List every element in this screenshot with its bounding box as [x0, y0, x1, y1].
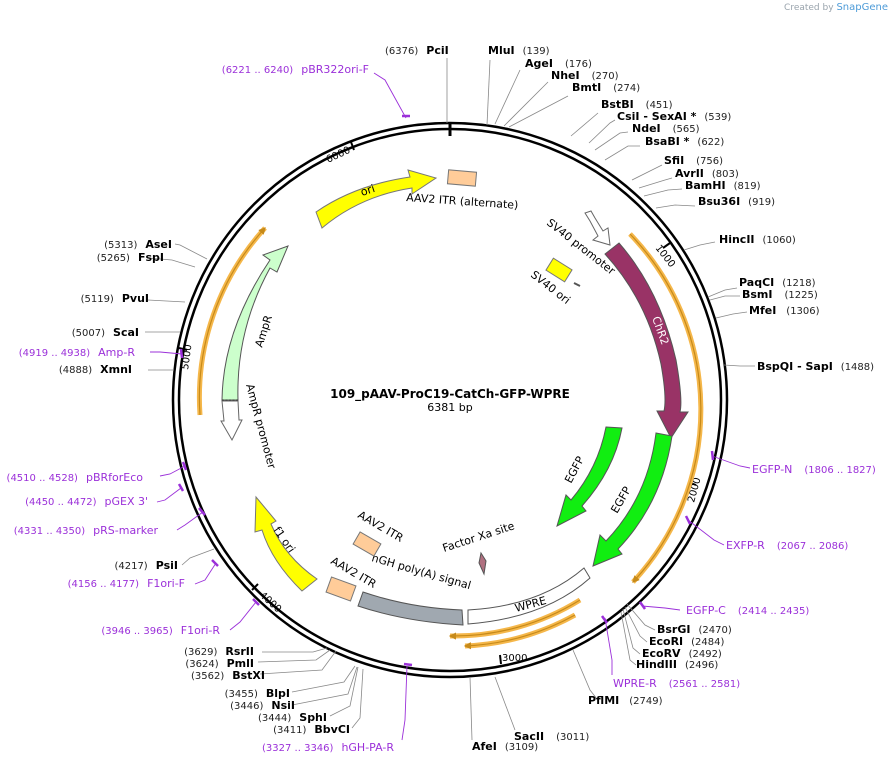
- enzyme-bbvci[interactable]: (3411)BbvCI: [273, 723, 350, 736]
- ori-feature[interactable]: [315, 169, 438, 229]
- enzyme-labels-right: (6376)PciI MluI(139) AgeI(176) NheI(270)…: [385, 44, 874, 753]
- primer-egfp-n[interactable]: EGFP-N(1806 .. 1827): [752, 463, 876, 476]
- plasmid-name: 109_pAAV-ProC19-CatCh-GFP-WPRE: [330, 387, 570, 402]
- sv40-promoter-feature[interactable]: [584, 210, 611, 246]
- egfp-feature-2[interactable]: [592, 432, 673, 567]
- enzyme-labels-left: (5313)AseI (5265)FspI (5119)PvuI (5007)S…: [59, 238, 350, 736]
- enzyme-bspqi-sapi[interactable]: BspQI - SapI(1488): [757, 360, 874, 373]
- watermark: Created by SnapGene: [784, 2, 888, 13]
- sv40-ori-feature[interactable]: [545, 257, 573, 283]
- primer-egfp-c[interactable]: EGFP-C(2414 .. 2435): [686, 604, 809, 617]
- primer-amp-r[interactable]: (4919 .. 4938)Amp-R: [19, 346, 136, 359]
- primer-f1ori-f[interactable]: (4156 .. 4177)F1ori-F: [68, 577, 185, 590]
- enzyme-agei[interactable]: AgeI(176): [525, 57, 592, 70]
- primer-exfp-r[interactable]: EXFP-R(2067 .. 2086): [726, 539, 848, 552]
- primer-pbrforeco[interactable]: (4510 .. 4528)pBRforEco: [7, 471, 144, 484]
- snapgene-logo: SnapGene: [836, 2, 888, 13]
- plasmid-length: 6381 bp: [427, 401, 472, 414]
- ampr-promoter-feature[interactable]: [220, 400, 243, 442]
- wpre-feature[interactable]: [467, 567, 591, 625]
- enzyme-bstbi[interactable]: BstBI(451): [601, 98, 673, 111]
- enzyme-nhei[interactable]: NheI(270): [551, 69, 619, 82]
- primer-leaders: [150, 72, 751, 741]
- aav2-itr-alt-label: AAV2 ITR (alternate): [406, 191, 519, 212]
- aav2-itr-feature-1[interactable]: [352, 531, 382, 557]
- primer-marks: [177, 114, 715, 667]
- enzyme-pcii[interactable]: (6376)PciI: [385, 44, 449, 57]
- tick-5000: 5000: [180, 344, 194, 371]
- enzyme-sphi[interactable]: (3444)SphI: [258, 711, 327, 724]
- primer-wpre-r[interactable]: WPRE-R(2561 .. 2581): [613, 677, 740, 690]
- enzyme-blpi[interactable]: (3455)BlpI: [225, 687, 290, 700]
- factor-xa-label: Factor Xa site: [441, 519, 516, 555]
- primer-hgh-pa-r[interactable]: (3327 .. 3346)hGH-PA-R: [262, 741, 394, 754]
- egfp-feature-1[interactable]: [556, 426, 623, 527]
- enzyme-bamhi[interactable]: BamHI(819): [685, 179, 761, 192]
- primer-pgex-3[interactable]: (4450 .. 4472)pGEX 3': [25, 495, 148, 508]
- enzyme-afei[interactable]: AfeI(3109): [472, 740, 538, 753]
- aav2-itr-alt-feature[interactable]: [446, 169, 478, 187]
- enzyme-bsrgi[interactable]: BsrGI(2470): [657, 623, 732, 636]
- orf-arcs: [196, 226, 704, 650]
- enzyme-sacii[interactable]: SacII(3011): [514, 730, 589, 743]
- enzyme-xmni[interactable]: (4888)XmnI: [59, 363, 132, 376]
- ampr-promoter-label: AmpR promoter: [243, 382, 278, 470]
- chr2-feature[interactable]: [604, 242, 689, 439]
- enzyme-sfii[interactable]: SfiI(756): [664, 154, 723, 167]
- enzyme-ecori[interactable]: EcoRI(2484): [649, 635, 725, 648]
- hgh-polya-feature[interactable]: [357, 591, 464, 626]
- primer-labels: (6221 .. 6240)pBR322ori-F EGFP-N(1806 ..…: [7, 63, 876, 754]
- tick-6000: 6000: [325, 145, 353, 166]
- ampr-feature[interactable]: [221, 245, 289, 401]
- enzyme-pvui[interactable]: (5119)PvuI: [81, 292, 149, 305]
- enzyme-hincii[interactable]: HincII(1060): [719, 233, 796, 246]
- enzyme-mlui[interactable]: MluI(139): [488, 44, 550, 57]
- enzyme-nsii[interactable]: (3446)NsiI: [230, 699, 295, 712]
- enzyme-csii-sexai[interactable]: CsiI - SexAI *(539): [617, 110, 731, 123]
- enzyme-pflmi[interactable]: PflMI(2749): [588, 694, 663, 707]
- enzyme-psii[interactable]: (4217)PsiI: [114, 559, 178, 572]
- primer-pbr322ori-f[interactable]: (6221 .. 6240)pBR322ori-F: [222, 63, 369, 76]
- egfp-label-1: EGFP: [562, 454, 587, 486]
- enzyme-scai[interactable]: (5007)ScaI: [72, 326, 139, 339]
- ampr-label: AmpR: [252, 313, 275, 349]
- enzyme-mfei[interactable]: MfeI(1306): [749, 304, 820, 317]
- enzyme-avrii[interactable]: AvrII(803): [675, 167, 739, 180]
- primer-prs-marker[interactable]: (4331 .. 4350)pRS-marker: [14, 524, 159, 537]
- aav2-itr-feature-2[interactable]: [325, 576, 357, 602]
- primer-f1ori-r[interactable]: (3946 .. 3965)F1ori-R: [101, 624, 220, 637]
- enzyme-fspi[interactable]: (5265)FspI: [97, 251, 164, 264]
- enzyme-bsu36i[interactable]: Bsu36I(919): [698, 195, 775, 208]
- enzyme-hindiii[interactable]: HindIII(2496): [636, 658, 718, 671]
- enzyme-leaders: [145, 58, 755, 741]
- enzyme-bstxi[interactable]: (3562)BstXI: [191, 669, 265, 682]
- watermark-prefix: Created by: [784, 3, 834, 13]
- enzyme-ecorv[interactable]: EcoRV(2492): [642, 647, 722, 660]
- sv40-ori-mark: [573, 282, 581, 287]
- tick-3000: 3000: [502, 653, 527, 664]
- enzyme-pmli[interactable]: (3624)PmlI: [185, 657, 254, 670]
- enzyme-bmti[interactable]: BmtI(274): [572, 81, 640, 94]
- hgh-polya-label: hGH poly(A) signal: [370, 551, 472, 592]
- enzyme-asei[interactable]: (5313)AseI: [104, 238, 172, 251]
- enzyme-bsabi[interactable]: BsaBI *(622): [645, 135, 724, 148]
- enzyme-bsmi[interactable]: BsmI(1225): [742, 288, 818, 301]
- f1-ori-feature[interactable]: [254, 495, 318, 592]
- enzyme-rsrii[interactable]: (3629)RsrII: [184, 645, 254, 658]
- ori-label: ori: [359, 182, 377, 199]
- enzyme-paqci[interactable]: PaqCI(1218): [739, 276, 816, 289]
- factor-xa-feature[interactable]: [478, 551, 487, 576]
- enzyme-ndei[interactable]: NdeI(565): [632, 122, 700, 135]
